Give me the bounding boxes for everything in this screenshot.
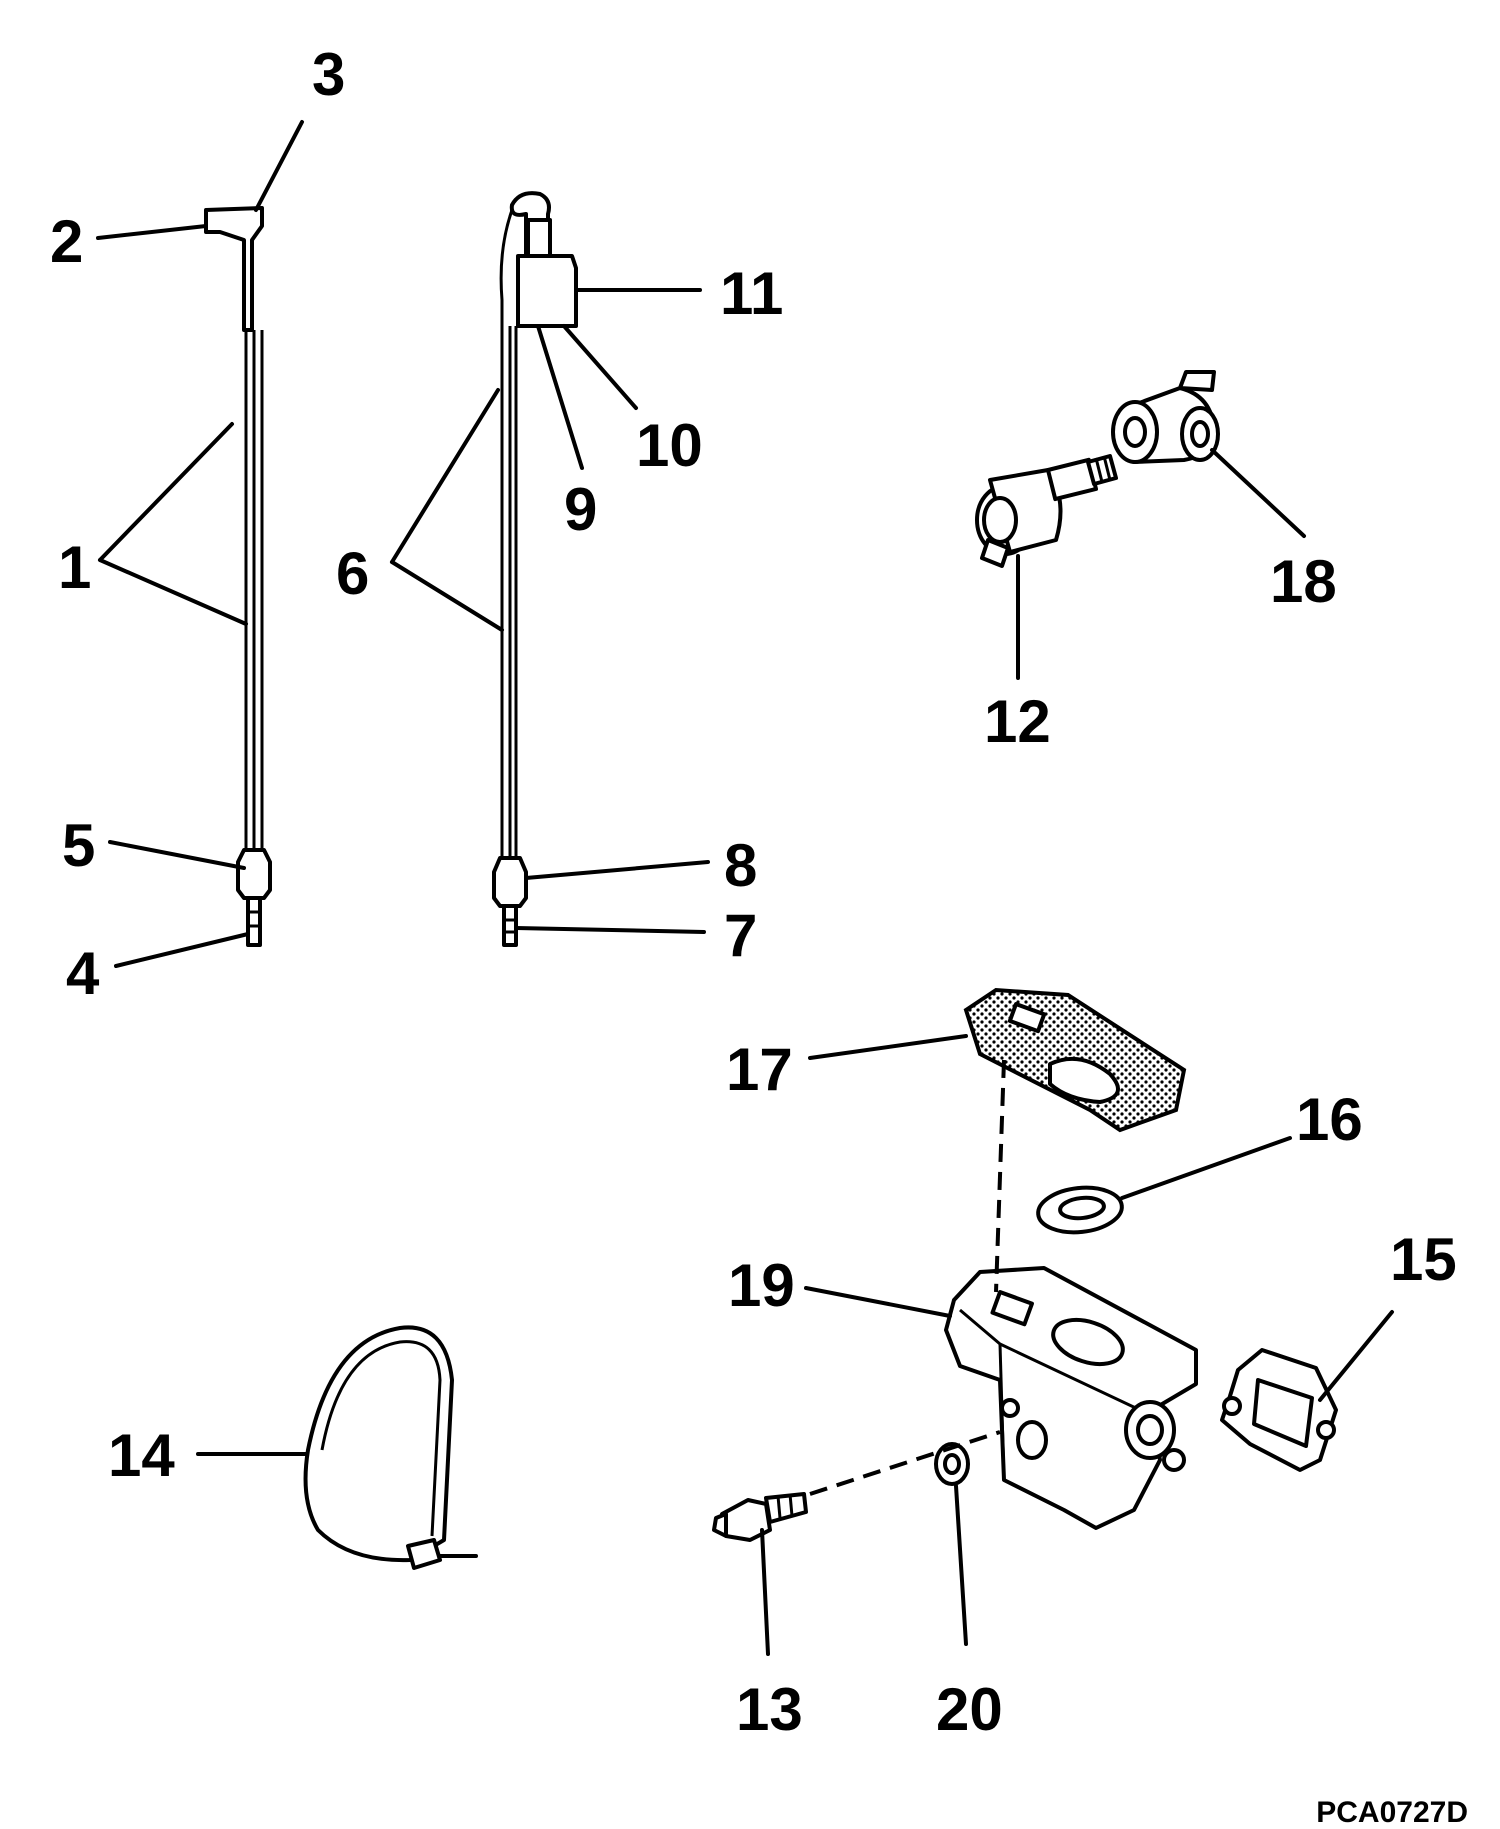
assembly-line-17-19	[994, 1059, 1006, 1293]
gasket-17	[963, 987, 1187, 1133]
plug-20	[934, 1442, 970, 1486]
callout-15: 15	[1390, 1226, 1457, 1293]
callout-6: 6	[336, 540, 369, 607]
leader-lines	[96, 120, 1394, 1656]
callout-10: 10	[636, 412, 703, 479]
callout-18: 18	[1270, 548, 1337, 615]
housing-19	[944, 1266, 1198, 1530]
washer-16	[1036, 1185, 1124, 1235]
sensor-13	[712, 1492, 808, 1542]
callout-11: 11	[720, 260, 783, 327]
callout-8: 8	[724, 832, 757, 899]
elbow-fitting-18	[1111, 370, 1220, 464]
callout-16: 16	[1296, 1086, 1363, 1153]
callout-14: 14	[108, 1422, 175, 1489]
callout-19: 19	[728, 1252, 795, 1319]
callout-12: 12	[984, 688, 1051, 755]
lead-wire-assembly-left	[204, 206, 272, 947]
callout-5: 5	[62, 812, 95, 879]
cover-gasket-15	[1220, 1348, 1338, 1472]
temperature-switch-12	[975, 454, 1118, 568]
callout-7: 7	[724, 902, 757, 969]
strap-14	[303, 1325, 478, 1570]
callout-3: 3	[312, 41, 345, 108]
lead-wire-assembly-center	[492, 191, 578, 947]
callout-17: 17	[726, 1036, 793, 1103]
callout-1: 1	[58, 534, 91, 601]
callout-9: 9	[564, 476, 597, 543]
assembly-line-13-housing	[809, 1430, 1001, 1496]
callout-2: 2	[50, 208, 83, 275]
drawing-code: PCA0727D	[1316, 1796, 1468, 1829]
callout-13: 13	[736, 1676, 803, 1743]
callout-20: 20	[936, 1676, 1003, 1743]
callout-4: 4	[66, 940, 100, 1007]
